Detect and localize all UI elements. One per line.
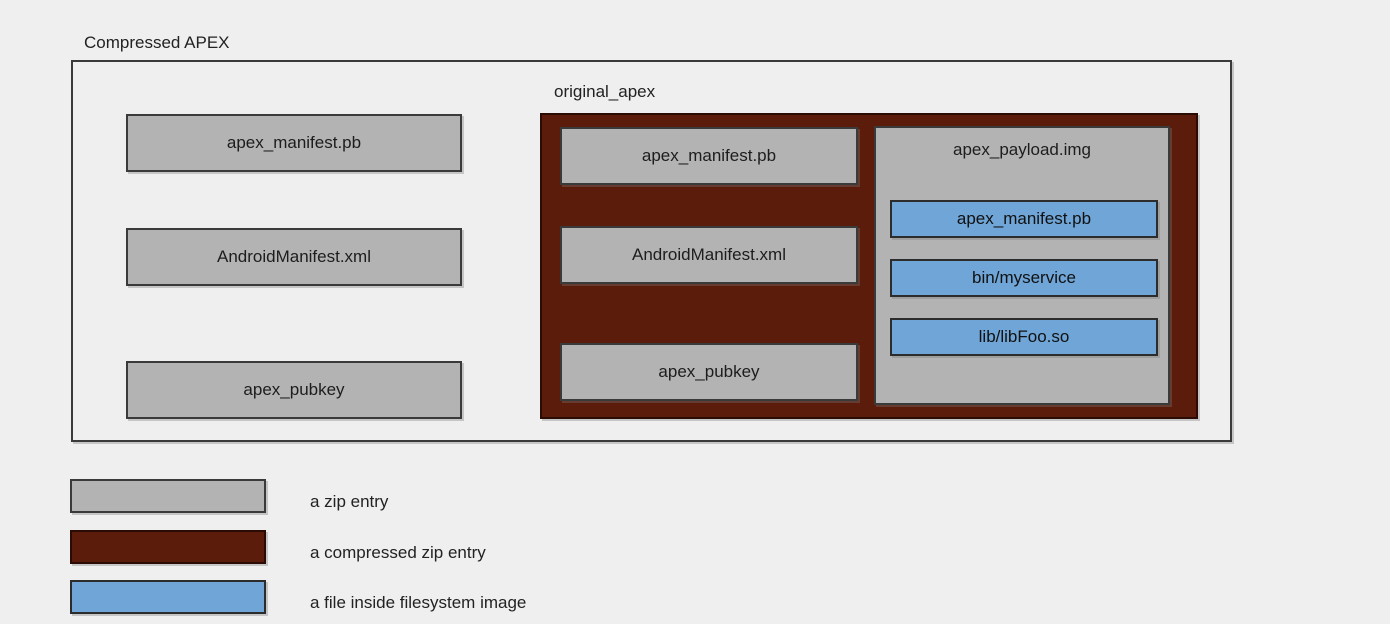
inner-zip-entry-apex-pubkey: apex_pubkey: [560, 343, 858, 401]
legend-label-compressed-zip-entry: a compressed zip entry: [310, 543, 486, 562]
zip-entry-apex-manifest-pb: apex_manifest.pb: [126, 114, 462, 172]
inner-zip-entry-android-manifest-xml: AndroidManifest.xml: [560, 226, 858, 284]
inner-zip-entry-apex-manifest-pb: apex_manifest.pb: [560, 127, 858, 185]
zip-entry-android-manifest-xml: AndroidManifest.xml: [126, 228, 462, 286]
legend-label-filesystem-file: a file inside filesystem image: [310, 593, 527, 612]
legend-swatch-compressed-zip-entry: [70, 530, 266, 564]
apex-payload-img-label: apex_payload.img: [953, 140, 1091, 159]
legend-label-zip-entry: a zip entry: [310, 492, 389, 511]
legend-swatch-zip-entry: [70, 479, 266, 513]
fs-file-bin-myservice: bin/myservice: [890, 259, 1158, 297]
zip-entry-apex-pubkey: apex_pubkey: [126, 361, 462, 419]
compressed-apex-label: Compressed APEX: [84, 33, 230, 52]
legend-swatch-filesystem-file: [70, 580, 266, 614]
original-apex-label: original_apex: [554, 82, 656, 101]
fs-file-apex-manifest-pb: apex_manifest.pb: [890, 200, 1158, 238]
fs-file-lib-libfoo-so: lib/libFoo.so: [890, 318, 1158, 356]
